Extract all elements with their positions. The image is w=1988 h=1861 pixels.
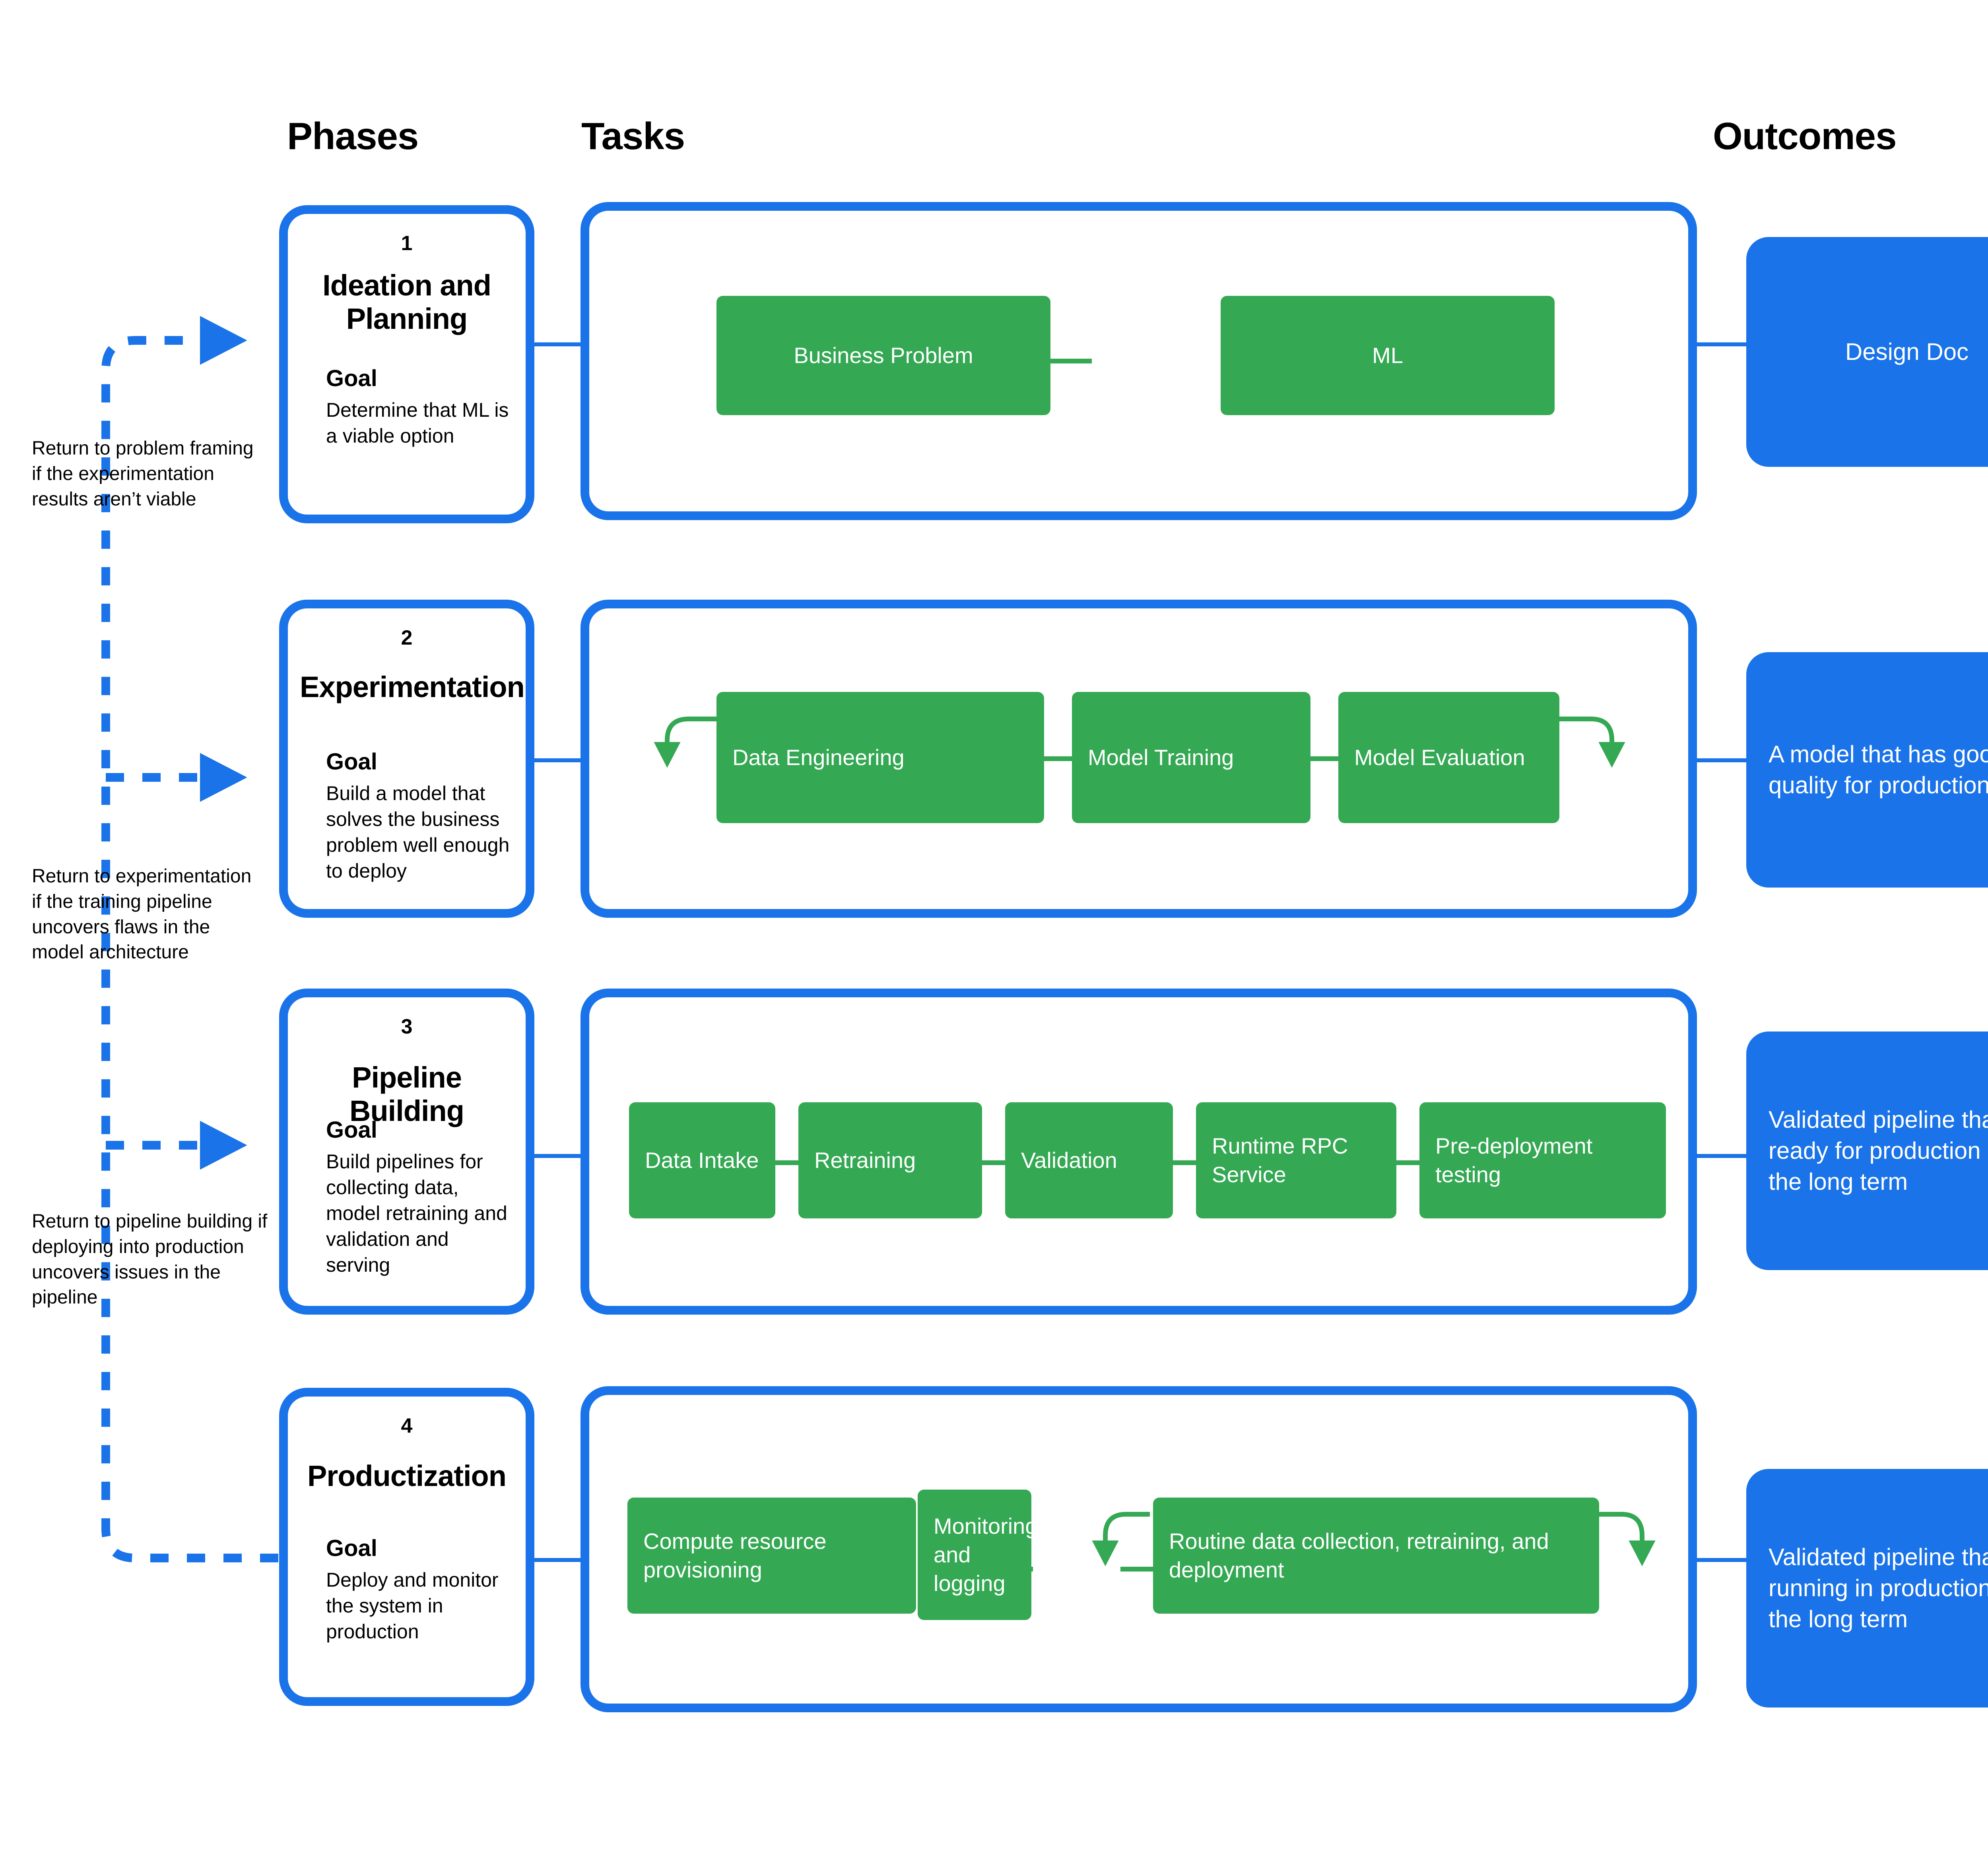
phase-title-3: Pipeline Building xyxy=(349,1061,464,1128)
task-container-1: Business Problem ML xyxy=(580,202,1697,520)
task-chip-data-engineering[interactable]: Data Engineering xyxy=(716,692,1044,823)
connector-tasks1-outcome1 xyxy=(1695,342,1746,346)
connector-tasks4-outcome4 xyxy=(1695,1558,1746,1562)
task-container-3: Data Intake Retraining Validation Runtim… xyxy=(580,989,1697,1315)
task-chip-business-problem[interactable]: Business Problem xyxy=(716,296,1050,415)
task-chip-model-evaluation[interactable]: Model Evaluation xyxy=(1338,692,1559,823)
return-note-3: Return to pipeline building if deploying… xyxy=(32,1211,268,1308)
task-chip-model-training[interactable]: Model Training xyxy=(1072,692,1310,823)
goal-label-1: Goal xyxy=(326,365,377,391)
task-chip-retraining[interactable]: Retraining xyxy=(798,1102,982,1218)
task-link-2b xyxy=(1309,756,1340,761)
connector-tasks2-outcome2 xyxy=(1695,758,1746,762)
task-link-3b xyxy=(982,1160,1005,1165)
phase-card-3[interactable]: 3 Pipeline Building Goal Build pipelines… xyxy=(279,989,534,1315)
task-container-4: Compute resource provisioning Monitoring… xyxy=(580,1386,1697,1712)
phase-card-4[interactable]: 4 Productization Goal Deploy and monitor… xyxy=(279,1388,534,1706)
outcome-card-2[interactable]: A model that has good quality for produc… xyxy=(1746,652,1988,888)
connector-tasks3-outcome3 xyxy=(1695,1154,1746,1158)
iteration-loop-4 xyxy=(1092,1512,1656,1566)
phase-card-2[interactable]: 2 Experimentation Goal Build a model tha… xyxy=(279,600,534,918)
outcome-card-4[interactable]: Validated pipeline that’s running in pro… xyxy=(1746,1469,1988,1708)
goal-label-3: Goal xyxy=(326,1117,377,1143)
phase-number-1: 1 xyxy=(401,232,413,255)
phase-goal-1: Determine that ML is a viable option xyxy=(326,399,509,447)
task-chip-runtime-rpc-service[interactable]: Runtime RPC Service xyxy=(1196,1102,1396,1218)
task-container-2: Data Engineering Model Training Model Ev… xyxy=(580,600,1697,918)
task-chip-compute-resource-provisioning[interactable]: Compute resource provisioning xyxy=(627,1498,916,1614)
goal-label-4: Goal xyxy=(326,1535,377,1561)
goal-label-2: Goal xyxy=(326,749,377,775)
phase-title-1: Ideation and Planning xyxy=(322,269,491,336)
column-heading-tasks: Tasks xyxy=(581,115,685,157)
phase-title-2: Experimentation xyxy=(300,670,525,703)
column-heading-outcomes: Outcomes xyxy=(1713,115,1897,157)
phase-title-4: Productization xyxy=(307,1459,507,1492)
task-chip-data-intake[interactable]: Data Intake xyxy=(629,1102,775,1218)
phase-goal-4: Deploy and monitor the system in product… xyxy=(326,1569,499,1643)
iteration-loop-2 xyxy=(654,717,1625,768)
outcome-card-3[interactable]: Validated pipeline that’s ready for prod… xyxy=(1746,1032,1988,1270)
phase-number-3: 3 xyxy=(401,1015,413,1038)
task-chip-routine-data-collection[interactable]: Routine data collection, retraining, and… xyxy=(1153,1498,1599,1614)
connector-phase2-tasks xyxy=(533,758,580,762)
task-link-3d xyxy=(1396,1160,1419,1165)
task-chip-ml[interactable]: ML xyxy=(1221,296,1555,415)
connector-phase1-tasks xyxy=(533,342,580,346)
task-chip-monitoring-and-logging[interactable]: Monitoring and logging xyxy=(918,1490,1037,1620)
outcome-card-1[interactable]: Design Doc xyxy=(1746,237,1988,467)
task-chip-validation[interactable]: Validation xyxy=(1005,1102,1173,1218)
return-note-2: Return to experimentation if the trainin… xyxy=(32,866,252,963)
phase-number-4: 4 xyxy=(401,1414,413,1438)
column-heading-phases: Phases xyxy=(287,115,419,157)
phase-goal-2: Build a model that solves the business p… xyxy=(326,782,510,882)
return-note-1: Return to problem framing if the experim… xyxy=(32,438,254,510)
task-chip-pre-deployment-testing[interactable]: Pre-deployment testing xyxy=(1419,1102,1666,1218)
connector-phase4-tasks xyxy=(533,1558,580,1562)
phase-goal-3: Build pipelines for collecting data, mod… xyxy=(326,1150,507,1276)
phase-number-2: 2 xyxy=(401,626,413,649)
task-link-2a xyxy=(1043,756,1074,761)
connector-phase3-tasks xyxy=(533,1154,580,1158)
task-link-4b xyxy=(1120,1567,1153,1572)
task-link-3c xyxy=(1173,1160,1196,1165)
task-link-3a xyxy=(775,1160,798,1165)
phase-card-1[interactable]: 1 Ideation and Planning Goal Determine t… xyxy=(279,205,534,523)
